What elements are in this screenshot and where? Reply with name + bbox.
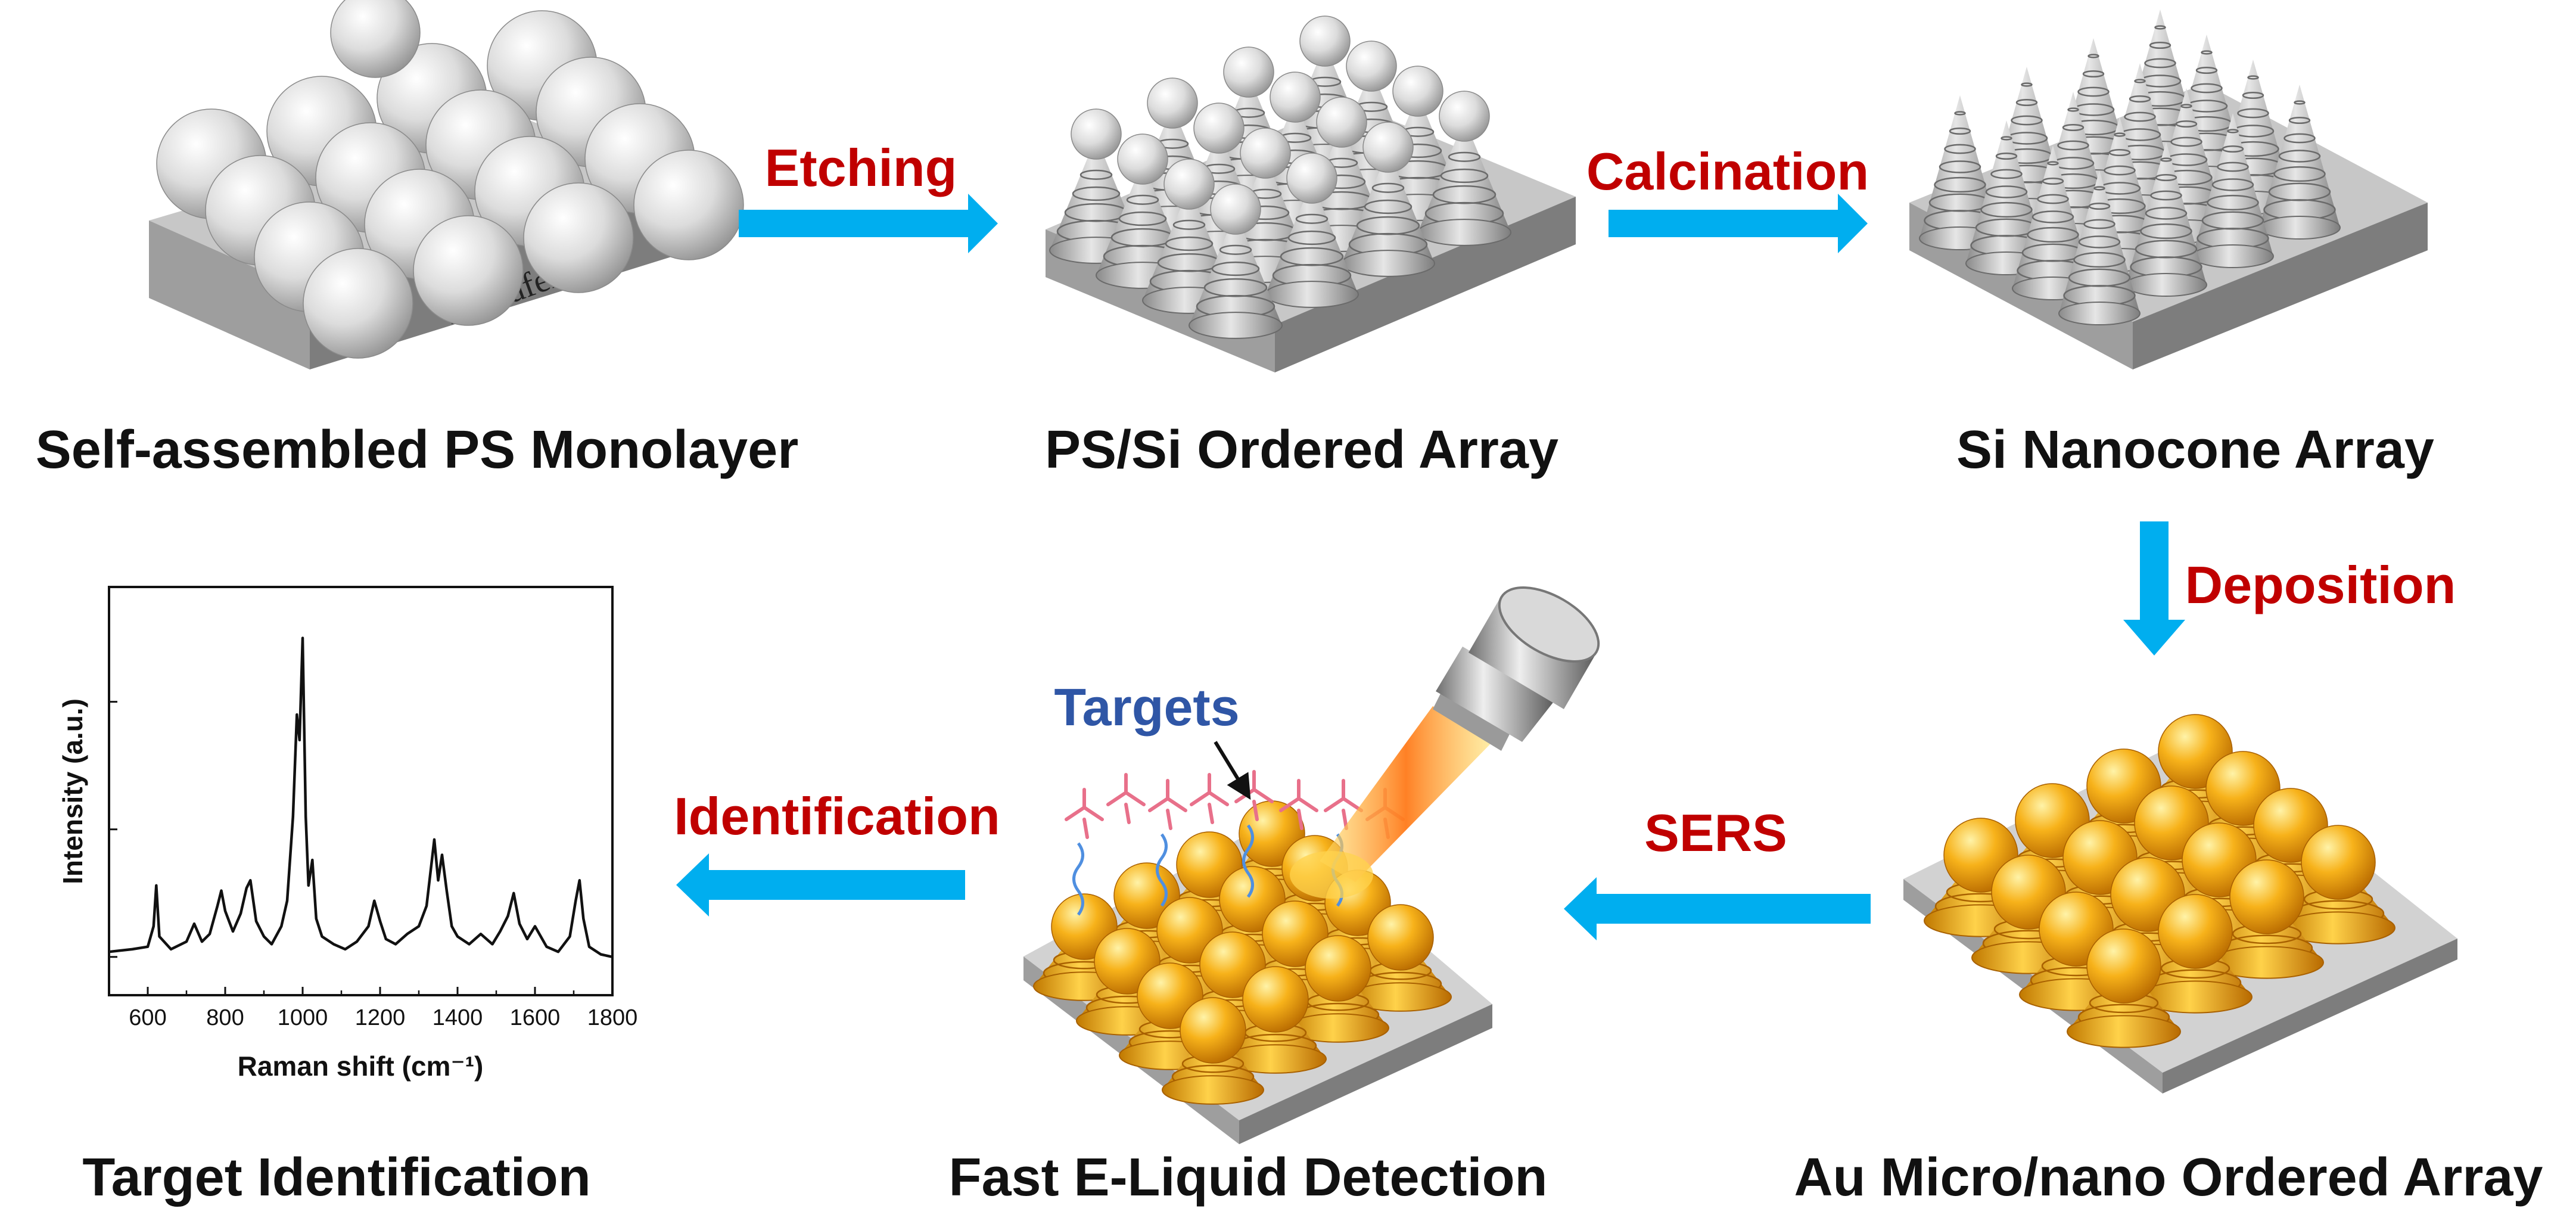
- target-molecule-icon: [1279, 779, 1318, 830]
- array4-side: [2163, 939, 2457, 1094]
- identification-arrow: [676, 853, 965, 917]
- deposition-arrow: [2123, 521, 2185, 656]
- si-nanocone-group: [1919, 10, 2341, 326]
- stage-title-au-array: Au Micro/nano Ordered Array: [1794, 1148, 2543, 1207]
- sers-label: SERS: [1644, 803, 1787, 862]
- x-tick-label: 1800: [587, 1005, 638, 1030]
- sers-arrow: [1564, 877, 1871, 940]
- ps-si-array-illustration: [1046, 15, 1576, 372]
- array3-side: [2133, 203, 2428, 369]
- ps-cap-sphere: [1071, 108, 1122, 160]
- ps-cap-sphere: [1270, 72, 1321, 123]
- ps-cap-sphere: [1163, 159, 1215, 210]
- targets-pointer-arrow: [1214, 741, 1251, 800]
- stage-title-ps-si-array: PS/Si Ordered Array: [1045, 420, 1558, 480]
- chart-frame: [108, 586, 614, 996]
- au-array-illustration: [1903, 714, 2457, 1094]
- au-sphere: [1367, 904, 1434, 971]
- ps-cap-sphere: [1193, 102, 1245, 154]
- calcination-arrow: [1609, 194, 1868, 253]
- au-sphere: [2086, 928, 2161, 1004]
- ps-sphere: [633, 150, 744, 260]
- ps-cap-sphere: [1223, 46, 1274, 98]
- targets-label: Targets: [1054, 678, 1239, 737]
- detection-au-group: [1033, 800, 1452, 1105]
- ps-sphere: [523, 182, 634, 293]
- x-tick-label: 1400: [433, 1005, 483, 1030]
- ps-monolayer-illustration: Si Wafer: [149, 0, 744, 369]
- identification-label: Identification: [674, 787, 1000, 846]
- x-tick-label: 1600: [510, 1005, 561, 1030]
- chart-ticks: 600 800 1000 1200 1400 1600 1800: [109, 701, 638, 1030]
- raman-spectrum-chart: 600 800 1000 1200 1400 1600 1800 Raman shift (…: [57, 586, 638, 1082]
- au-sphere: [2229, 859, 2304, 934]
- si-nanocone-illustration: [1909, 10, 2428, 369]
- ps-sphere-group: [156, 0, 744, 359]
- ps-cap-sphere: [1210, 184, 1261, 235]
- ps-sphere: [330, 0, 421, 78]
- wafer-front: [149, 220, 310, 369]
- au-sphere-group: [1924, 714, 2395, 1048]
- spectrum-line: [108, 636, 613, 958]
- ps-sphere: [303, 248, 413, 359]
- ps-cap-sphere: [1286, 153, 1337, 204]
- ps-cap-sphere: [1346, 41, 1397, 92]
- target-molecule-icon: [1148, 779, 1187, 907]
- objective-lens-icon: [1433, 586, 1600, 751]
- ps-cap-sphere: [1240, 128, 1291, 179]
- ps-cap-sphere: [1117, 133, 1168, 185]
- x-tick-label: 1200: [355, 1005, 406, 1030]
- au-sphere: [2301, 825, 2376, 900]
- ps-cap-sphere: [1147, 77, 1198, 129]
- target-molecule-icon: [1106, 773, 1146, 824]
- au-sphere: [1180, 997, 1246, 1064]
- stage-title-ps-monolayer: Self-assembled PS Monolayer: [36, 420, 798, 480]
- detection-illustration: Targets: [1023, 586, 1600, 1144]
- laser-beam: [1320, 706, 1492, 882]
- etching-arrow: [739, 194, 998, 253]
- etched-pillar: [1189, 212, 1283, 339]
- stage-title-si-nanocone: Si Nanocone Array: [1956, 420, 2434, 480]
- target-molecule-icon: [1065, 788, 1104, 916]
- ps-cap-sphere: [1299, 15, 1351, 67]
- y-axis-label: Intensity (a.u.): [57, 698, 88, 884]
- x-tick-label: 800: [206, 1005, 244, 1030]
- laser-spot: [1290, 851, 1373, 899]
- au-sphere: [2158, 894, 2233, 969]
- x-axis-label: Raman shift (cm⁻¹): [238, 1051, 484, 1082]
- si-nanocone: [2125, 142, 2207, 297]
- ps-sphere: [413, 215, 524, 326]
- ps-cap-sphere: [1362, 122, 1414, 173]
- ps-cap-sphere: [1439, 91, 1490, 142]
- si-nanocone: [2058, 170, 2141, 326]
- si-nanocone: [2192, 113, 2274, 269]
- stage-title-identification: Target Identification: [82, 1148, 590, 1207]
- calcination-label: Calcination: [1586, 142, 1869, 201]
- x-tick-label: 1000: [278, 1005, 328, 1030]
- au-sphere: [1305, 935, 1371, 1002]
- au-sphere: [1242, 966, 1309, 1033]
- ps-cap-sphere: [1392, 66, 1443, 117]
- etching-label: Etching: [765, 138, 957, 197]
- ps-si-pillar-group: [1049, 15, 1511, 339]
- target-molecule-icon: [1190, 773, 1229, 824]
- array5-side: [1239, 1004, 1492, 1144]
- x-tick-label: 600: [129, 1005, 166, 1030]
- ps-cap-sphere: [1316, 97, 1367, 148]
- deposition-label: Deposition: [2185, 555, 2456, 614]
- stage-title-detection: Fast E-Liquid Detection: [948, 1148, 1547, 1207]
